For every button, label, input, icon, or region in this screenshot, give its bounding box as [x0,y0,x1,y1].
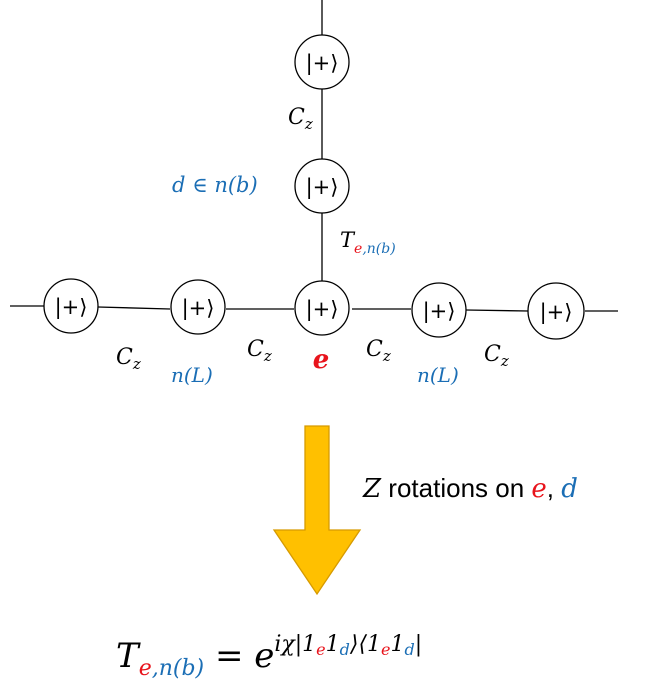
cz-label-vertical: Cz [288,105,313,133]
down-arrow [272,425,362,596]
node-ket-label: |+⟩ [540,300,573,325]
node-ket-label: |+⟩ [55,295,88,320]
node-right-outer: |+⟩ [527,282,585,340]
nL-label-left: n(L) [171,363,213,387]
T-operator-formula: Te,n(b) = eiχ|1e1d⟩⟨1e1d| [116,632,422,681]
node-ket-label: |+⟩ [306,297,339,322]
center-node-label: e [313,345,330,375]
cz-label-4: Cz [484,342,509,370]
node-d: |+⟩ [294,158,350,214]
edge-horizontal-1 [97,306,171,310]
nL-label-right: n(L) [417,363,459,387]
edge-horizontal-4 [465,309,529,312]
arrow-caption: Z rotations on e, d [362,473,578,504]
node-ket-label: |+⟩ [423,299,456,324]
node-e: |+⟩ [294,280,350,336]
node-ket-label: |+⟩ [182,296,215,321]
cz-label-3: Cz [366,337,391,365]
d-membership-label: d ∈ n(b) [172,173,258,197]
cz-label-1: Cz [116,345,141,373]
node-left-inner: |+⟩ [170,279,226,335]
node-top: |+⟩ [294,34,350,90]
node-ket-label: |+⟩ [306,51,339,76]
node-left-outer: |+⟩ [43,278,99,334]
T-edge-label: Te,n(b) [340,228,396,257]
node-ket-label: |+⟩ [306,175,339,200]
node-right-inner: |+⟩ [411,282,467,338]
cz-label-2: Cz [247,337,272,365]
